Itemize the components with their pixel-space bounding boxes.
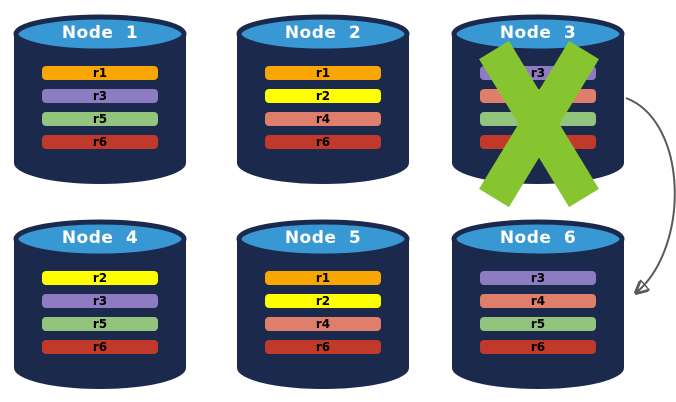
replica-list: r1 r2 r4 r6	[265, 271, 381, 363]
replica-bar: r6	[265, 135, 381, 149]
replica-bar: r1	[42, 66, 158, 80]
replica-list: r3 r4 r5 r6	[480, 271, 596, 363]
replica-bar: r6	[265, 340, 381, 354]
node-3: Node 3 r3 r4 r5 r6	[450, 13, 626, 208]
node-title: Node 4	[61, 228, 139, 248]
replica-bar: r1	[265, 271, 381, 285]
replica-list: r2 r3 r5 r6	[42, 271, 158, 363]
node-2: Node 2 r1 r2 r4 r6	[235, 13, 411, 186]
node-title: Node 2	[284, 23, 362, 43]
node-6: Node 6 r3 r4 r5 r6	[450, 218, 626, 391]
replica-bar: r6	[42, 135, 158, 149]
replica-list: r1 r3 r5 r6	[42, 66, 158, 158]
node-5: Node 5 r1 r2 r4 r6	[235, 218, 411, 391]
replica-bar: r3	[42, 89, 158, 103]
node-1: Node 1 r1 r3 r5 r6	[12, 13, 188, 186]
replica-bar: r6	[42, 340, 158, 354]
failure-x-mark-icon	[479, 40, 599, 208]
replica-bar: r3	[480, 271, 596, 285]
replica-bar: r5	[42, 112, 158, 126]
node-title: Node 6	[499, 228, 577, 248]
replica-bar: r4	[480, 294, 596, 308]
replica-bar: r2	[42, 271, 158, 285]
replica-list: r1 r2 r4 r6	[265, 66, 381, 158]
node-title: Node 3	[499, 23, 577, 43]
node-title: Node 5	[284, 228, 362, 248]
replica-bar: r5	[42, 317, 158, 331]
replica-bar: r1	[265, 66, 381, 80]
replica-bar: r2	[265, 294, 381, 308]
replica-bar: r6	[480, 340, 596, 354]
node-title: Node 1	[61, 23, 139, 43]
replica-bar: r4	[265, 112, 381, 126]
replica-bar: r4	[265, 317, 381, 331]
node-4: Node 4 r2 r3 r5 r6	[12, 218, 188, 391]
replica-bar: r2	[265, 89, 381, 103]
replica-bar: r3	[42, 294, 158, 308]
replica-bar: r5	[480, 317, 596, 331]
